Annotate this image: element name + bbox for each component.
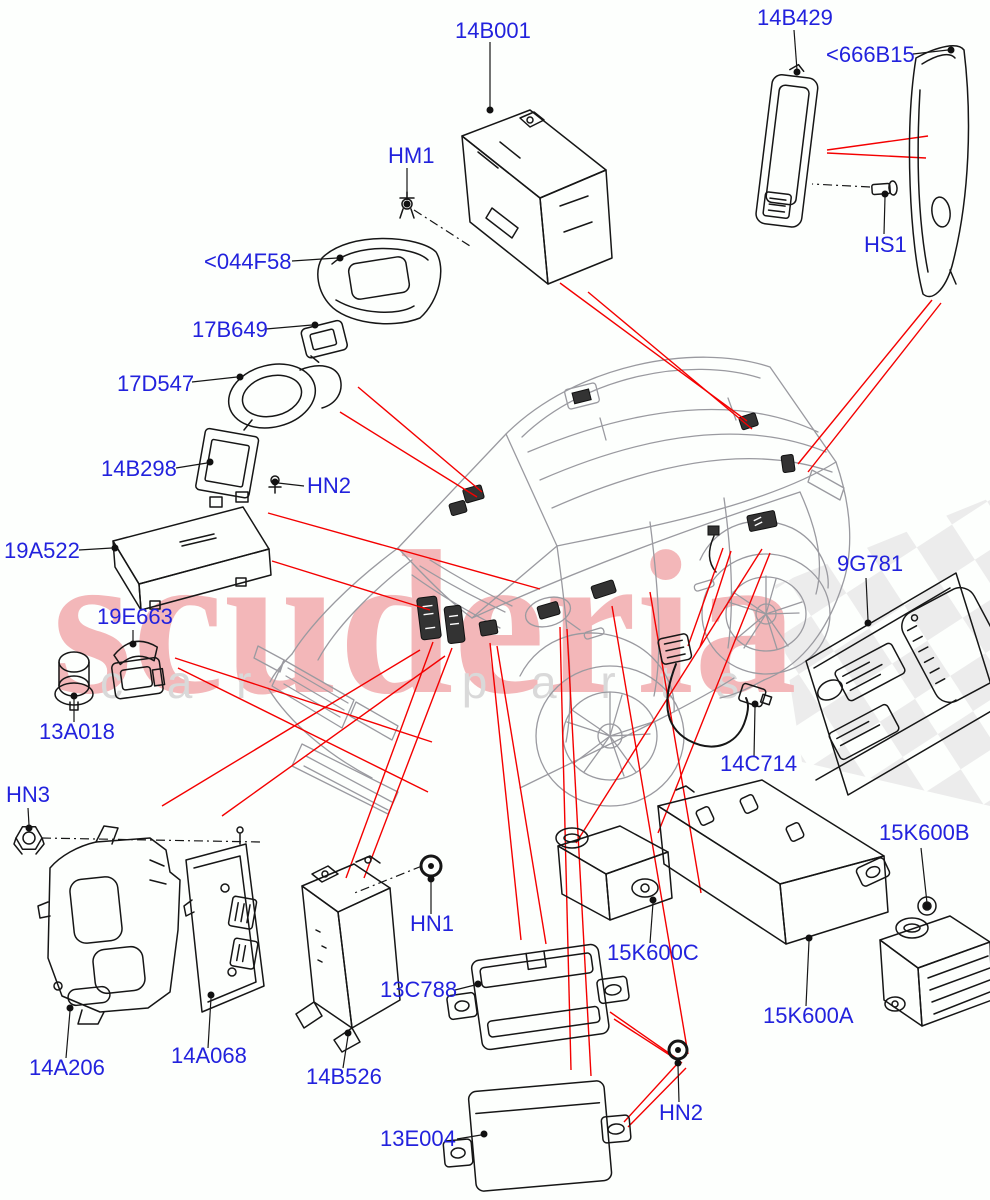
part-drawing-19E663	[111, 640, 166, 700]
mirror-module	[536, 601, 561, 620]
part-drawing-HN3	[13, 825, 45, 855]
part-drawing-666B15	[908, 45, 970, 298]
part-drawing-13C788	[446, 943, 630, 1051]
part-label-19E663: 19E663	[97, 604, 173, 629]
part-drawing-14B298	[195, 427, 260, 508]
rear-roof-module	[738, 412, 759, 431]
part-label-17D547: 17D547	[117, 371, 194, 396]
part-label-14B001: 14B001	[455, 18, 531, 43]
part-label-044F58: <044F58	[204, 249, 291, 274]
part-drawing-9G781	[805, 572, 990, 796]
part-label-HN2-a: HN2	[307, 473, 351, 498]
part-label-14B526: 14B526	[306, 1064, 382, 1089]
part-drawing-15K600C	[555, 825, 673, 921]
door-module	[590, 579, 617, 600]
rear-door-cable	[708, 535, 717, 573]
vehicle-mounted-modules	[416, 388, 796, 644]
part-drawing-14C714	[657, 633, 773, 748]
part-drawing-14B429	[755, 63, 819, 228]
part-drawing-044F58	[317, 237, 442, 325]
part-drawing-13E004	[442, 1080, 632, 1192]
part-label-HM1: HM1	[388, 143, 434, 168]
part-drawing-14B526	[295, 855, 401, 1053]
part-label-17B649: 17B649	[192, 317, 268, 342]
tailgate-module	[746, 510, 778, 532]
part-label-13A018: 13A018	[39, 719, 115, 744]
part-label-14B298: 14B298	[101, 456, 177, 481]
part-drawing-19A522	[112, 506, 272, 611]
part-labels: 14B001 HM1 14B429 <666B15 HS1 <044F58 17…	[4, 5, 970, 1151]
part-label-19A522: 19A522	[4, 538, 80, 563]
part-drawing-14B001	[461, 109, 613, 285]
part-drawing-HN1	[419, 854, 443, 878]
red-locator-lines	[161, 135, 942, 1128]
part-label-HS1: HS1	[864, 232, 907, 257]
part-label-15K600A: 15K600A	[763, 1003, 854, 1028]
part-label-HN3: HN3	[6, 782, 50, 807]
part-label-14A206: 14A206	[29, 1055, 105, 1080]
part-label-13C788: 13C788	[380, 977, 457, 1002]
part-label-15K600B: 15K600B	[879, 820, 970, 845]
part-drawing-14A068	[183, 826, 265, 1013]
leader-lines	[25, 29, 955, 1140]
d-pillar-module	[780, 454, 796, 473]
part-label-9G781: 9G781	[837, 551, 903, 576]
part-label-14B429: 14B429	[757, 5, 833, 30]
part-drawing-15K600B	[879, 896, 990, 1027]
part-label-15K600C: 15K600C	[607, 940, 699, 965]
part-label-14C714: 14C714	[720, 751, 797, 776]
part-label-HN2-b: HN2	[659, 1100, 703, 1125]
part-label-14A068: 14A068	[171, 1043, 247, 1068]
roof-console-module	[571, 388, 592, 405]
part-drawing-14A206	[37, 825, 181, 1025]
rain-sensor-module	[462, 484, 485, 504]
cowl-module-small	[478, 619, 499, 637]
part-drawing-15K600A	[657, 779, 891, 945]
part-drawing-17D547	[227, 363, 342, 431]
rear-door-connector	[707, 525, 720, 536]
part-drawing-17B649	[300, 319, 348, 363]
part-label-666B15: <666B15	[826, 42, 915, 67]
part-label-13E004: 13E004	[380, 1126, 456, 1151]
checkered-flag-motif	[775, 498, 990, 806]
part-drawing-HN2-b	[667, 1039, 689, 1061]
part-drawing-HS1	[871, 180, 898, 196]
windshield-module	[448, 500, 468, 516]
part-label-HN1: HN1	[410, 911, 454, 936]
